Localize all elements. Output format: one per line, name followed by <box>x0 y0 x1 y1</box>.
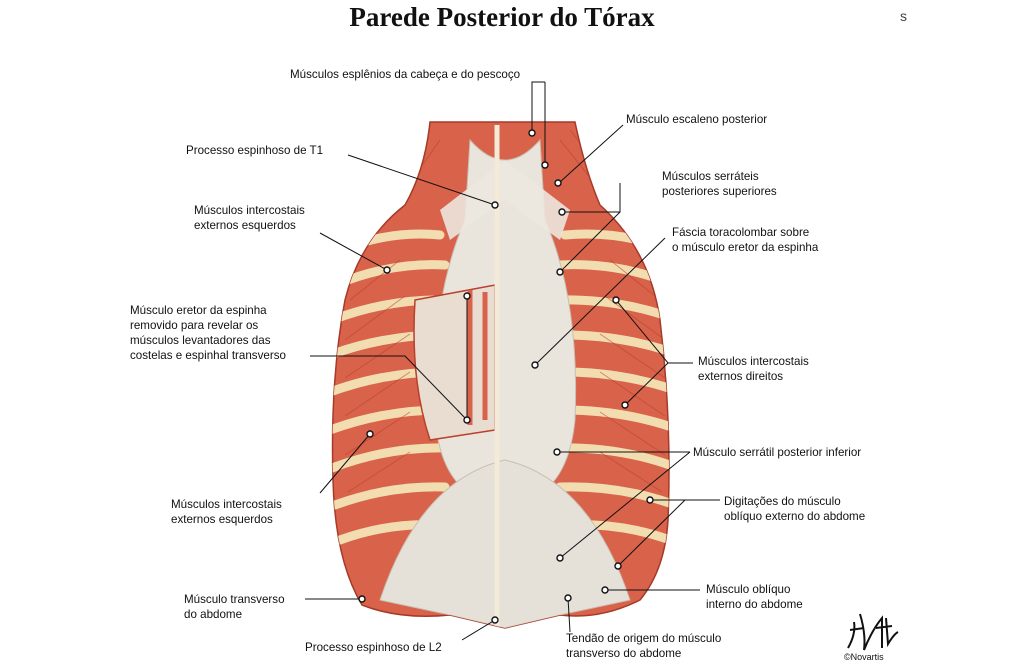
diagram-title: Parede Posterior do Tórax <box>349 2 655 32</box>
levatores-costarum <box>467 290 488 425</box>
copyright-novartis: ©Novartis <box>844 652 884 662</box>
label-serrateis-superiores: Músculos serráteis posteriores superiore… <box>662 170 777 198</box>
label-escaleno-posterior: Músculo escaleno posterior <box>626 113 768 126</box>
upper-fascia-fan <box>440 160 570 240</box>
corner-mark: s <box>900 8 907 24</box>
erector-window <box>413 284 496 441</box>
label-markers <box>358 129 654 624</box>
leader-lines <box>305 81 720 641</box>
label-fascia-toracolombar: Fáscia toracolombar sobre o músculo eret… <box>672 226 819 254</box>
label-intercostais-esquerdos-inf: Músculos intercostais externos esquerdos <box>171 498 282 526</box>
label-tendao-transverso: Tendão de origem do músculo transverso d… <box>566 632 722 660</box>
netter-signature <box>847 613 899 651</box>
label-obliquo-interno: Músculo oblíquo interno do abdome <box>706 583 803 611</box>
label-intercostais-esquerdos-sup: Músculos intercostais externos esquerdos <box>194 204 305 232</box>
label-intercostais-direitos: Músculos intercostais externos direitos <box>698 355 809 383</box>
label-digitacoes-obliquo-externo: Digitações do músculo oblíquo externo do… <box>724 495 866 523</box>
label-processo-l2: Processo espinhoso de L2 <box>305 641 442 654</box>
label-processo-t1: Processo espinhoso de T1 <box>186 144 324 157</box>
label-eretor-espinha: Músculo eretor da espinha removido para … <box>130 304 286 362</box>
label-serratil-inferior: Músculo serrátil posterior inferior <box>693 446 862 459</box>
label-esplenios: Músculos esplênios da cabeça e do pescoç… <box>290 68 521 81</box>
lower-fascia <box>379 459 631 628</box>
label-transverso-abdome: Músculo transverso do abdome <box>184 593 285 621</box>
